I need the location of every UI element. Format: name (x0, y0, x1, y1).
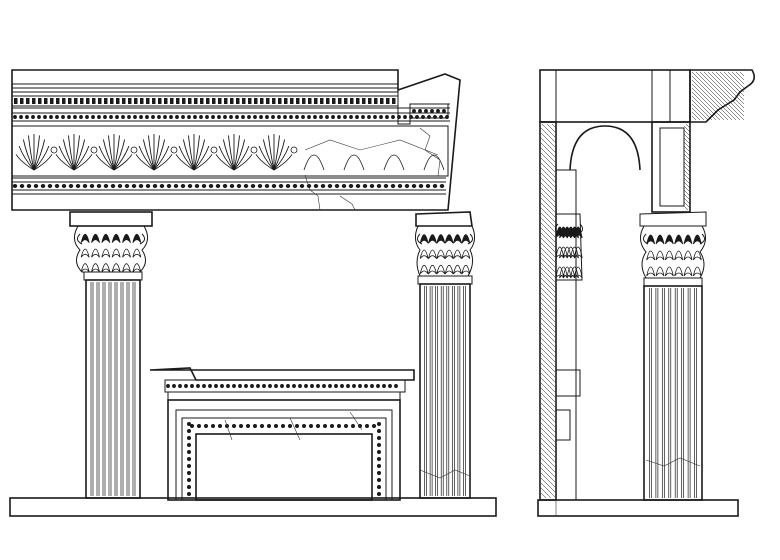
column-flutes (424, 286, 466, 496)
left-column (69, 211, 153, 499)
anthemion-frieze (15, 134, 445, 171)
door-frame-ornament (187, 422, 381, 496)
column-flutes (649, 288, 697, 498)
side-plinth (537, 499, 739, 517)
corinthian-capital (414, 225, 476, 277)
right-column (414, 211, 476, 499)
bead-molding (12, 184, 445, 188)
front-elevation (9, 69, 497, 517)
bead-molding (412, 109, 446, 113)
ground-plinth (9, 497, 497, 517)
wall-section (539, 121, 557, 501)
arch (569, 125, 641, 171)
corinthian-capital (74, 225, 148, 273)
doorway (149, 367, 415, 501)
side-section (537, 69, 756, 517)
bead-molding (13, 115, 449, 119)
entablature (11, 69, 461, 211)
side-column (639, 211, 707, 501)
dentil-course (14, 98, 396, 104)
column-flutes (90, 282, 136, 496)
